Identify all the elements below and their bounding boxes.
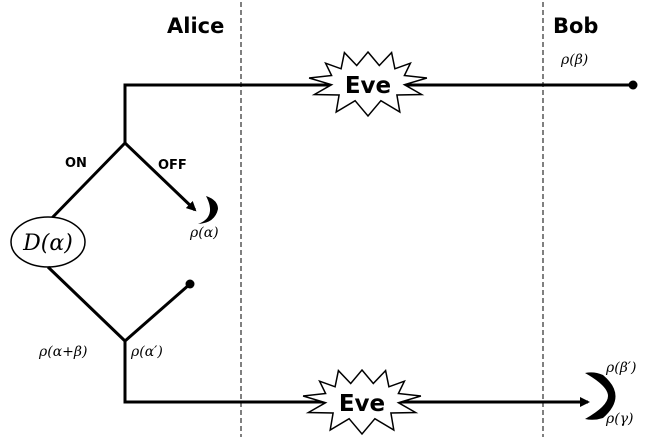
bottom-channel-arrow bbox=[123, 341, 590, 407]
off-label: OFF bbox=[158, 158, 187, 173]
on-branch-wire bbox=[46, 141, 127, 224]
lower-branch-terminal bbox=[185, 279, 195, 289]
bob-top-terminal bbox=[628, 80, 638, 90]
eve-top-burst: Eve bbox=[308, 50, 428, 118]
displacement-operator-label: D(α) bbox=[22, 231, 73, 256]
rho-alpha-label: ρ(α) bbox=[189, 225, 219, 241]
bob-label: Bob bbox=[553, 14, 598, 38]
eve-bottom-label: Eve bbox=[339, 391, 385, 417]
off-branch-arrow bbox=[123, 141, 197, 212]
bob-detector-icon bbox=[585, 372, 616, 420]
top-channel-wire bbox=[123, 83, 632, 143]
lower-left-branch-wire bbox=[46, 265, 127, 343]
rho-beta-label: ρ(β) bbox=[560, 52, 588, 68]
rho-gamma-label: ρ(γ) bbox=[605, 411, 634, 427]
alice-label: Alice bbox=[167, 14, 224, 38]
lower-right-branch-wire bbox=[124, 282, 191, 343]
rho-beta-prime-label: ρ(β′) bbox=[605, 360, 636, 376]
rho-alpha-plus-beta-label: ρ(α+β) bbox=[38, 344, 87, 360]
on-label: ON bbox=[65, 156, 87, 171]
eve-bottom-burst: Eve bbox=[302, 368, 422, 436]
eve-top-label: Eve bbox=[345, 73, 391, 99]
rho-alpha-prime-label: ρ(α′) bbox=[130, 344, 163, 360]
off-detector-icon bbox=[198, 196, 218, 224]
